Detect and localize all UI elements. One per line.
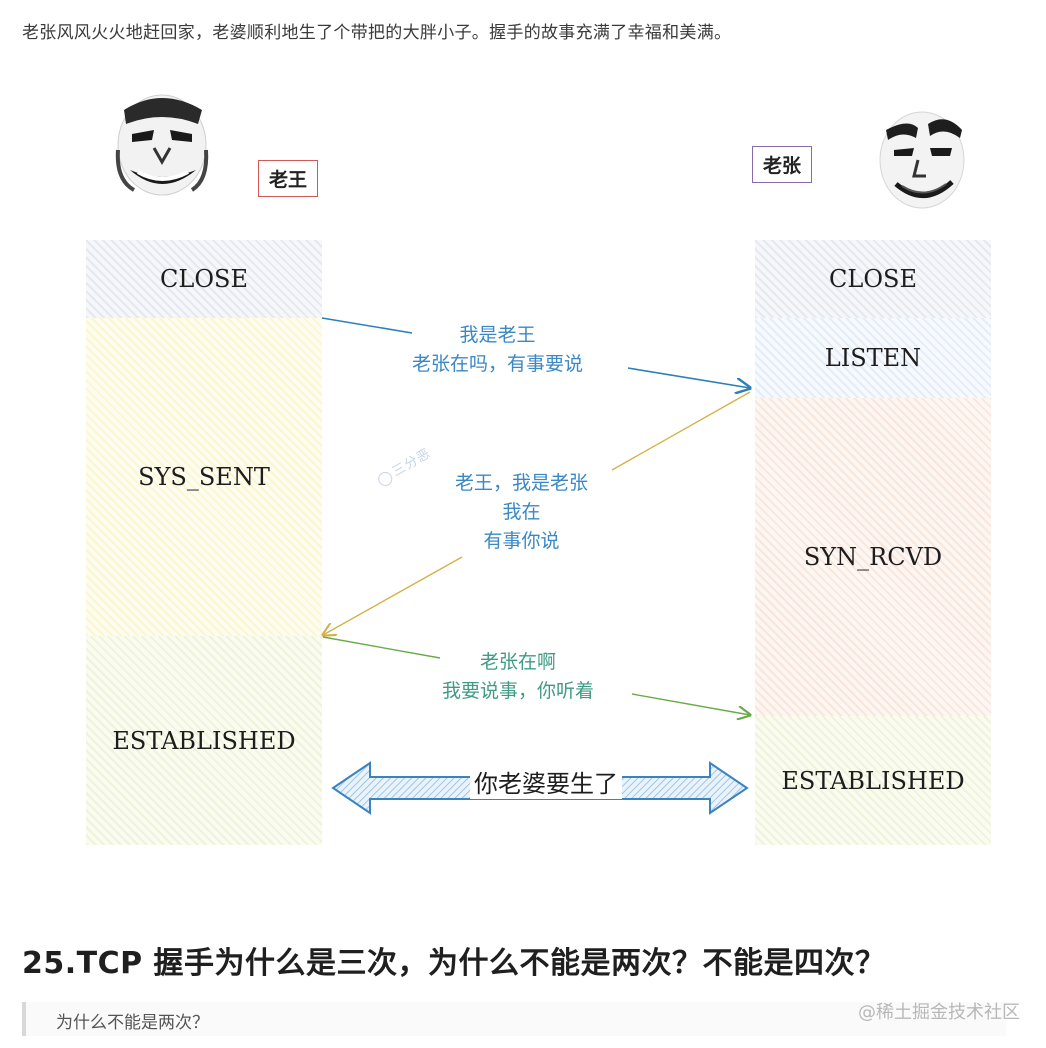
ack-line-2: 我要说事，你听着: [442, 680, 595, 702]
laozhang-tag: 老张: [752, 146, 813, 183]
blockquote-text: 为什么不能是两次？: [56, 1013, 209, 1033]
ack-line-1: 老张在啊: [480, 651, 557, 673]
syn-ack-message: 老王，我是老张 我在 有事你说: [455, 469, 588, 556]
blockquote: 为什么不能是两次？: [22, 1002, 1006, 1036]
laowang-state-column: CLOSE SYS_SENT ESTABLISHED: [86, 240, 322, 845]
syn-ack-line-2: 我在: [502, 501, 541, 523]
right-state-listen: LISTEN: [755, 318, 991, 398]
syn-line-1: 我是老王: [459, 324, 536, 346]
left-state-established: ESTABLISHED: [86, 636, 322, 845]
laozhang-state-column: CLOSE LISTEN SYN_RCVD ESTABLISHED: [755, 240, 991, 845]
intro-paragraph: 老张风风火火地赶回家，老婆顺利地生了个带把的大胖小子。握手的故事充满了幸福和美满…: [22, 23, 732, 43]
ack-arrow: [322, 636, 750, 715]
syn-line-2: 老张在吗，有事要说: [412, 353, 584, 375]
right-state-close: CLOSE: [755, 240, 991, 318]
laowang-face-icon: [115, 94, 209, 196]
syn-ack-line-1: 老王，我是老张: [455, 472, 589, 494]
syn-arrow: [321, 317, 750, 388]
syn-ack-arrow: [323, 391, 751, 635]
left-state-syn-sent: SYS_SENT: [86, 318, 322, 636]
corner-watermark: @稀土掘金技术社区: [858, 1002, 1020, 1023]
bidirectional-label: 你老婆要生了: [470, 764, 622, 799]
syn-message: 我是老王 老张在吗，有事要说: [412, 321, 583, 379]
laozhang-face-icon: [879, 111, 965, 209]
right-state-syn-rcvd: SYN_RCVD: [755, 398, 991, 716]
ack-message: 老张在啊 我要说事，你听着: [442, 648, 594, 706]
laowang-tag: 老王: [258, 160, 319, 197]
section-heading: 25.TCP 握手为什么是三次，为什么不能是两次？不能是四次？: [22, 946, 886, 981]
right-state-established: ESTABLISHED: [755, 716, 991, 845]
left-state-close: CLOSE: [86, 240, 322, 318]
syn-ack-line-3: 有事你说: [483, 530, 560, 552]
